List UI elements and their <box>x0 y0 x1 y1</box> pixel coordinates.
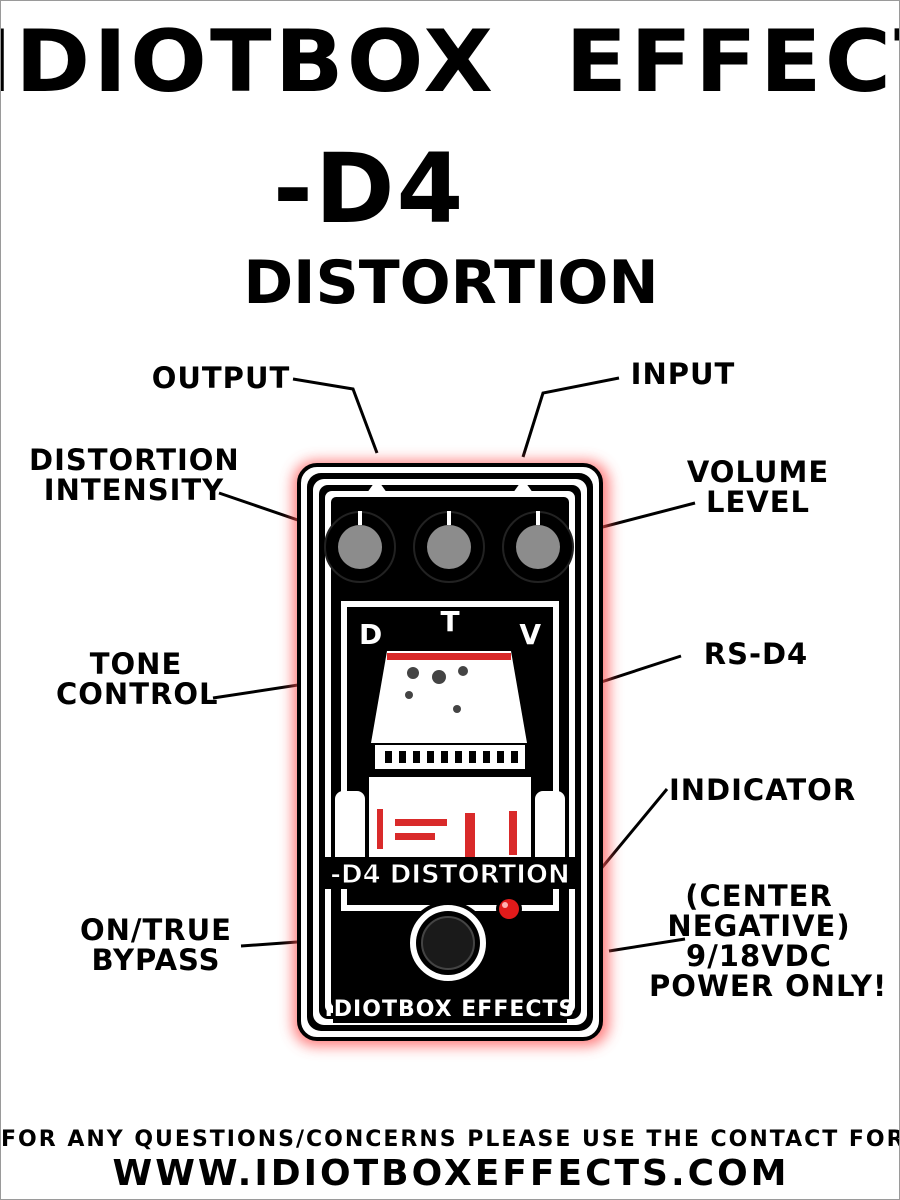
label-input: INPUT <box>630 357 736 391</box>
footer-url-link[interactable]: WWW.IDIOTBOXEFFECTS.COM <box>112 1153 790 1194</box>
knob-distortion[interactable] <box>324 511 396 583</box>
footswitch[interactable] <box>406 901 490 985</box>
knob-letter-t: T <box>440 605 459 638</box>
knob-letter-d: D <box>359 618 382 651</box>
input-jack-icon <box>510 479 536 497</box>
product-type-title: DISTORTION <box>243 248 659 318</box>
knob-letter-v: V <box>519 618 541 651</box>
label-tone-control: TONE CONTROL <box>56 647 219 711</box>
power-leader <box>608 937 686 953</box>
label-volume-level: VOLUME LEVEL <box>686 455 830 519</box>
output-leader <box>292 377 379 454</box>
input-leader <box>521 376 620 458</box>
pedal-graphic-name: -D4 DISTORTION <box>330 860 569 890</box>
model-title: -D4 <box>273 133 466 245</box>
pedal-badge: IDIOTBOX EFFECTS <box>325 997 576 1022</box>
label-power: (CENTER NEGATIVE) 9/18VDC POWER ONLY! <box>649 879 888 1003</box>
label-rs-d4: RS-D4 <box>703 637 809 671</box>
knob-volume[interactable] <box>502 511 574 583</box>
label-output: OUTPUT <box>151 361 291 395</box>
label-distortion-intensity: DISTORTION INTENSITY <box>29 443 240 507</box>
label-bypass: ON/TRUE BYPASS <box>80 913 232 977</box>
knob-tone[interactable] <box>413 511 485 583</box>
label-indicator: INDICATOR <box>669 773 857 807</box>
output-jack-icon <box>364 479 390 497</box>
brand-title: IDIOTBOX EFFECTS <box>0 12 899 112</box>
footer-contact-line: FOR ANY QUESTIONS/CONCERNS PLEASE USE TH… <box>1 1127 900 1152</box>
